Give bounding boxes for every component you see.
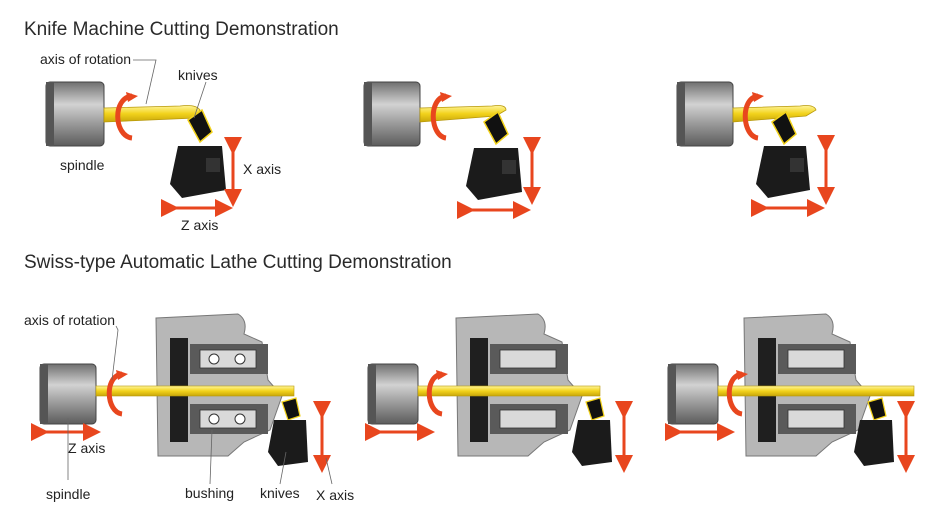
knife-section-title: Knife Machine Cutting Demonstration bbox=[24, 19, 339, 40]
knife-knives-label: knives bbox=[178, 67, 218, 83]
knife-panel-3 bbox=[676, 81, 835, 217]
spindle-icon bbox=[45, 81, 105, 147]
knife-x-axis-label: X axis bbox=[243, 161, 282, 177]
knife-panel-1 bbox=[45, 59, 242, 217]
knife-axis-of-rotation-label: axis of rotation bbox=[40, 51, 132, 67]
swiss-panel-2 bbox=[365, 313, 633, 473]
swiss-axis-of-rotation-label: axis of rotation bbox=[24, 312, 116, 328]
swiss-bushing-label: bushing bbox=[185, 485, 235, 501]
knife-spindle-label: spindle bbox=[60, 157, 105, 173]
rotation-arrow-icon bbox=[115, 93, 133, 141]
swiss-spindle-label: spindle bbox=[46, 486, 91, 502]
spindle-face bbox=[46, 82, 54, 146]
swiss-panel-1 bbox=[31, 313, 333, 485]
knife-panel-2 bbox=[363, 81, 541, 219]
swiss-section-title: Swiss-type Automatic Lathe Cutting Demon… bbox=[24, 252, 452, 273]
swiss-knives-label: knives bbox=[260, 485, 300, 501]
swiss-z-axis-label: Z axis bbox=[68, 440, 106, 456]
bushing-housing-icon bbox=[155, 313, 283, 457]
swiss-x-axis-label: X axis bbox=[316, 487, 355, 503]
knife-z-axis-label: Z axis bbox=[181, 217, 219, 233]
swiss-panel-3 bbox=[665, 313, 915, 473]
knife-tool-icon bbox=[170, 108, 226, 198]
